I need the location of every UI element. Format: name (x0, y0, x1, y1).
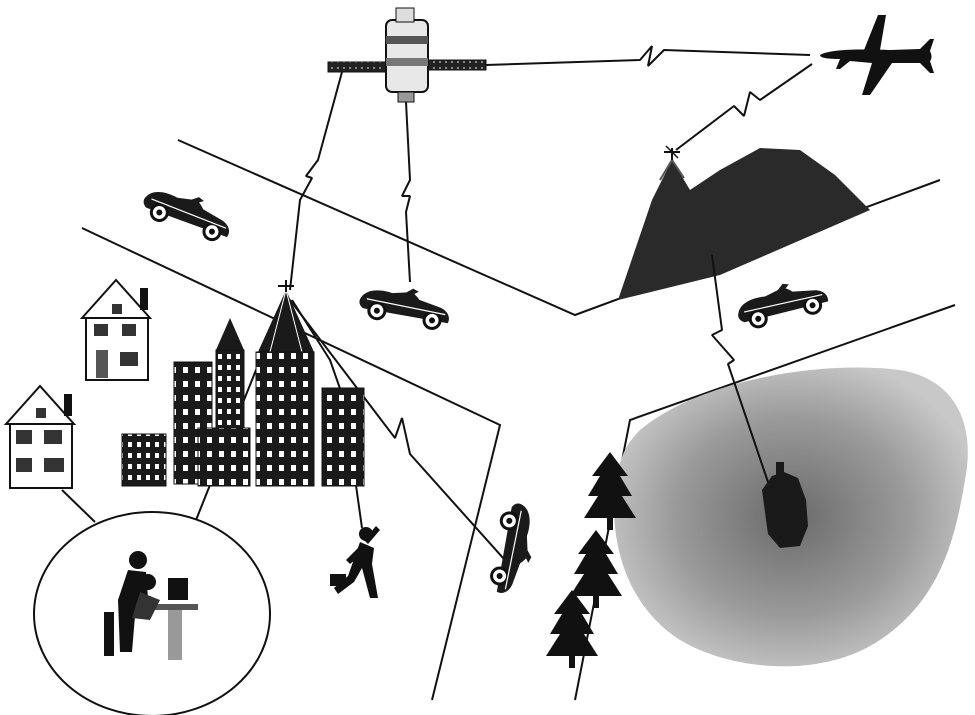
link-house-office (62, 490, 95, 522)
pedestrian-icon (330, 526, 380, 598)
airplane-icon (820, 15, 934, 95)
mountain-relay-icon (618, 146, 870, 300)
car-icon (489, 501, 540, 597)
office-workers-icon (34, 512, 270, 715)
satellite-icon (328, 8, 486, 102)
link-satellite-tower (290, 72, 342, 290)
house-icon (82, 280, 150, 380)
car-icon (357, 280, 453, 331)
car-icon (733, 274, 830, 331)
link-satellite-car (402, 102, 410, 282)
link-airplane-mountain (676, 64, 812, 150)
link-satellite-airplane (486, 46, 810, 66)
house-icon (6, 386, 74, 488)
tree-icon (570, 530, 622, 608)
car-icon (139, 180, 237, 245)
tree-icon (546, 590, 598, 668)
